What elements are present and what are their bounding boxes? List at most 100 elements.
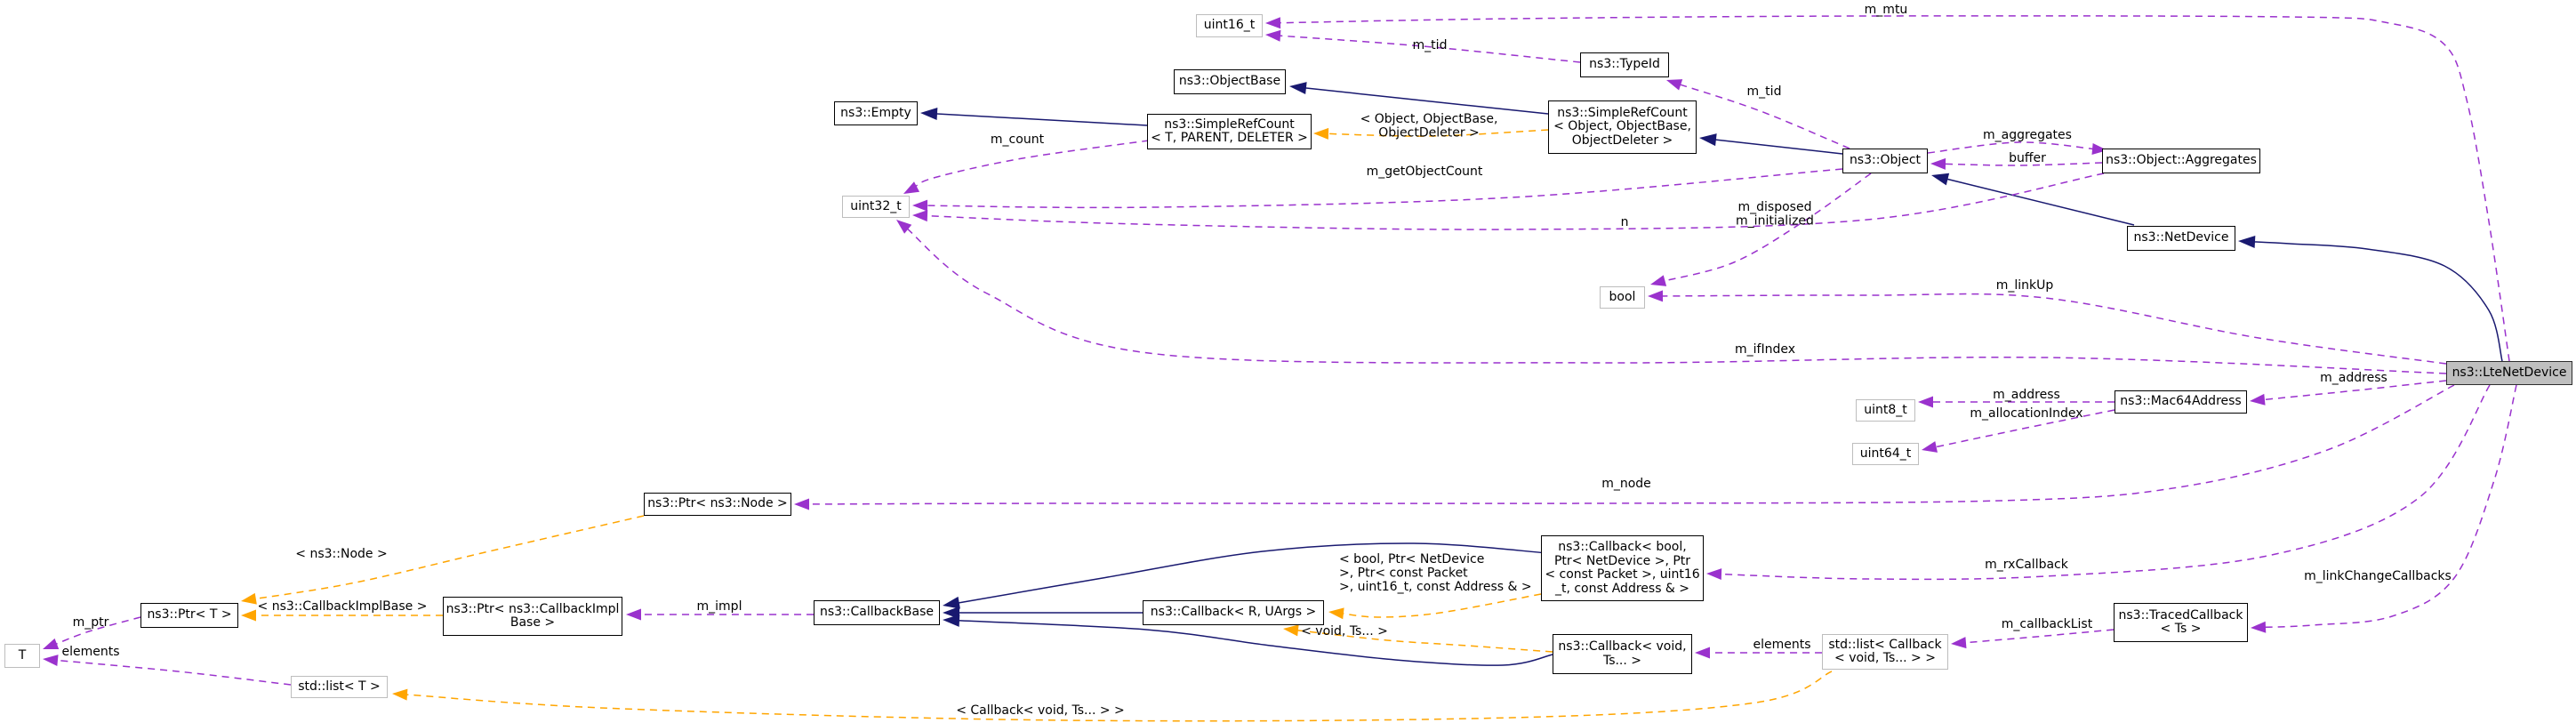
edge-tmpl-callback-void — [1294, 629, 1553, 653]
edge-usage-m_getobjectcount — [923, 168, 1843, 209]
edge-label-tmpl-callback-void: < void, Ts... > — [1301, 624, 1388, 639]
arrowhead-usage-m_linkchangecallbacks — [2251, 621, 2267, 633]
node-callback_void[interactable]: ns3::Callback< void, Ts... > — [1553, 634, 1692, 674]
edge-label-usage-m_rxcallback: m_rxCallback — [1985, 558, 2069, 572]
arrowhead-usage-m_ifindex — [896, 220, 912, 234]
node-empty[interactable]: ns3::Empty — [834, 101, 918, 125]
edge-label-usage-m_aggregates: m_aggregates — [1983, 128, 2072, 142]
edge-usage-m_linkup — [1658, 293, 2447, 365]
arrowhead-usage-m_rxcallback — [1706, 568, 1722, 581]
arrowhead-inherit-object-simplerefcount_obj — [1699, 133, 1717, 147]
arrowhead-usage-m_callbacklist — [1951, 637, 1967, 649]
node-objectbase[interactable]: ns3::ObjectBase — [1174, 69, 1286, 94]
node-t[interactable]: T — [4, 644, 40, 668]
edge-label-usage-m_allocationindex: m_allocationIndex — [1970, 406, 2082, 421]
edge-usage-m_tid-object-typeid — [1676, 83, 1850, 149]
edge-label-usage-elements-list_t-t: elements — [61, 645, 119, 659]
arrowhead-usage-m_mtu — [1265, 17, 1281, 29]
arrowhead-usage-m_address-lte-mac — [2250, 393, 2266, 406]
edge-tmpl-callback-bool — [1339, 593, 1542, 618]
node-ptr_t[interactable]: ns3::Ptr< T > — [140, 603, 238, 628]
edge-label-usage-elements-list-callback: elements — [1753, 638, 1810, 652]
arrowhead-usage-m_node — [794, 498, 810, 510]
arrowhead-inherit-simplerefcount_obj-objectbase — [1289, 82, 1307, 94]
edge-label-tmpl-ptr-callbackimpl: < ns3::CallbackImplBase > — [258, 599, 428, 614]
node-bool[interactable]: bool — [1600, 286, 1645, 309]
edge-label-usage-m_getobjectcount: m_getObjectCount — [1367, 165, 1483, 179]
node-uint16_t[interactable]: uint16_t — [1196, 14, 1263, 37]
arrowhead-inherit-callback_bool-callbackbase — [943, 596, 960, 609]
edge-usage-buffer — [1941, 162, 2103, 166]
edge-usage-n — [923, 173, 2105, 230]
edge-label-usage-m_node: m_node — [1601, 477, 1651, 491]
node-callbackbase[interactable]: ns3::CallbackBase — [814, 600, 940, 625]
edge-label-tmpl-simplerefcount: < Object, ObjectBase,ObjectDeleter > — [1360, 112, 1498, 141]
node-uint32_t[interactable]: uint32_t — [842, 196, 910, 218]
arrowhead-inherit-ltenetdevice-netdevice — [2238, 235, 2256, 248]
arrowhead-usage-elements-list_t-t — [43, 655, 59, 667]
node-uint8_t[interactable]: uint8_t — [1856, 399, 1915, 422]
edge-inherit-object-simplerefcount_obj — [1712, 138, 1843, 155]
node-callback_r[interactable]: ns3::Callback< R, UArgs > — [1143, 600, 1324, 625]
edge-label-usage-m_tid-typeid-uint16: m_tid — [1413, 38, 1448, 52]
edge-label-tmpl-list-callback: < Callback< void, Ts... > > — [956, 703, 1125, 718]
edge-usage-m_address-lte-mac — [2260, 380, 2447, 401]
arrowhead-tmpl-callback-void — [1283, 624, 1299, 637]
node-ltenetdevice[interactable]: ns3::LteNetDevice — [2446, 361, 2572, 385]
edge-label-usage-m_impl: m_impl — [697, 599, 742, 614]
arrowhead-usage-buffer — [1930, 157, 1946, 170]
edge-label-usage-m_linkchangecallbacks: m_linkChangeCallbacks — [2304, 569, 2452, 583]
arrowhead-usage-m_disposed — [1650, 275, 1667, 286]
node-simplerefcount_obj[interactable]: ns3::SimpleRefCount < Object, ObjectBase… — [1548, 100, 1697, 154]
arrowhead-usage-m_getobjectcount — [912, 199, 928, 212]
edge-label-usage-m_address-mac-uint8: m_address — [1993, 388, 2060, 402]
node-object[interactable]: ns3::Object — [1842, 149, 1928, 173]
arrowhead-usage-m_aggregates — [2091, 143, 2107, 155]
node-tracedcallback[interactable]: ns3::TracedCallback < Ts > — [2114, 603, 2248, 642]
node-uint64_t[interactable]: uint64_t — [1852, 443, 1919, 465]
node-ptr_node[interactable]: ns3::Ptr< ns3::Node > — [644, 493, 791, 516]
edge-inherit-callback_bool-callbackbase — [954, 542, 1549, 605]
edge-label-tmpl-ptr-node: < ns3::Node > — [295, 547, 387, 561]
arrowhead-tmpl-list-callback — [392, 688, 408, 701]
edge-usage-m_mtu — [1276, 15, 2510, 362]
node-callback_bool[interactable]: ns3::Callback< bool, Ptr< NetDevice >, P… — [1541, 535, 1704, 601]
edge-label-usage-m_ptr: m_ptr — [73, 615, 109, 630]
edge-usage-m_node — [805, 384, 2455, 505]
edge-tmpl-ptr-node — [252, 515, 645, 600]
edge-label-usage-m_mtu: m_mtu — [1865, 3, 1908, 17]
arrowhead-tmpl-ptr-callbackimpl — [241, 609, 256, 622]
arrowhead-usage-m_address-mac-uint8 — [1918, 396, 1933, 408]
arrowhead-usage-n — [912, 210, 928, 222]
edge-label-usage-buffer: buffer — [2009, 151, 2046, 165]
arrowhead-inherit-callback_void-callbackbase — [943, 614, 960, 627]
edge-usage-m_rxcallback — [1717, 384, 2491, 581]
edge-label-usage-m_linkup: m_linkUp — [1996, 278, 2054, 293]
edge-usage-m_linkchangecallbacks — [2261, 384, 2517, 629]
arrowhead-usage-elements-list-callback — [1695, 647, 1710, 659]
edge-inherit-netdevice-object — [1943, 177, 2135, 226]
edge-usage-m_disposed — [1661, 173, 1872, 283]
node-simplerefcount_t[interactable]: ns3::SimpleRefCount < T, PARENT, DELETER… — [1147, 114, 1312, 149]
arrowhead-usage-m_impl — [626, 608, 641, 621]
node-ptr_callbackimpl[interactable]: ns3::Ptr< ns3::CallbackImpl Base > — [443, 597, 622, 636]
node-list_callback[interactable]: std::list< Callback < void, Ts... > > — [1822, 634, 1948, 670]
edge-label-usage-m_callbacklist: m_callbackList — [2002, 617, 2093, 631]
edge-usage-m_allocationindex — [1932, 409, 2115, 449]
node-aggregates[interactable]: ns3::Object::Aggregates — [2102, 149, 2260, 173]
node-mac64address[interactable]: ns3::Mac64Address — [2115, 390, 2247, 414]
node-list_t[interactable]: std::list< T > — [291, 676, 388, 698]
arrowhead-usage-m_tid-typeid-uint16 — [1265, 29, 1281, 42]
edge-usage-elements-list_t-t — [53, 659, 292, 686]
edge-label-usage-m_ifindex: m_ifIndex — [1735, 342, 1795, 357]
arrowhead-usage-m_ptr — [43, 638, 60, 649]
edge-usage-m_ifindex — [904, 226, 2447, 374]
arrowhead-tmpl-callback-bool — [1328, 607, 1344, 620]
arrowhead-inherit-callback_r-callbackbase — [943, 607, 959, 619]
edge-usage-m_ptr — [52, 616, 141, 647]
arrowhead-usage-m_allocationindex — [1922, 441, 1938, 453]
edge-inherit-callback_void-callbackbase — [955, 619, 1553, 666]
node-typeid[interactable]: ns3::TypeId — [1580, 52, 1669, 77]
arrowhead-tmpl-simplerefcount — [1313, 127, 1329, 140]
node-netdevice[interactable]: ns3::NetDevice — [2127, 226, 2235, 251]
